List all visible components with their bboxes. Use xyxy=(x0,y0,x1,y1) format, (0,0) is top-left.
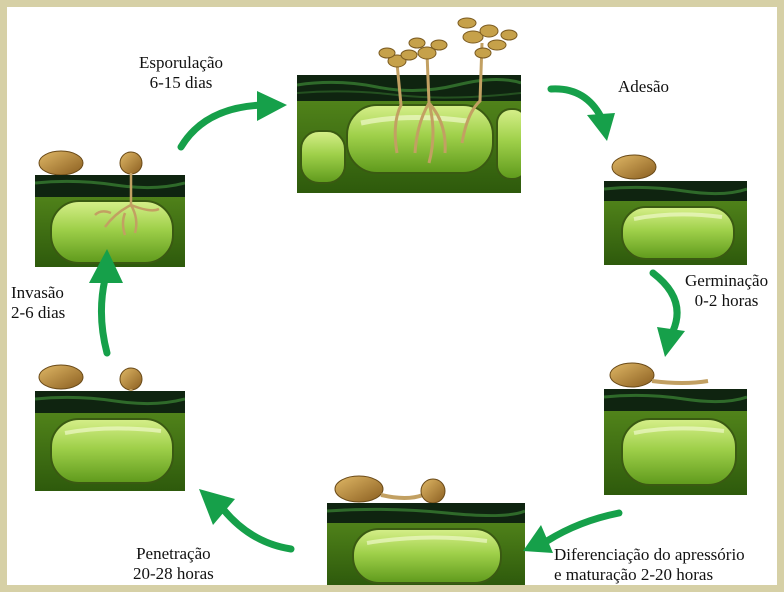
arrow-adhesion-to-germination xyxy=(635,269,691,359)
differentiation-tile xyxy=(327,467,525,585)
penetration-tile xyxy=(35,357,185,491)
stage-name: Penetração xyxy=(133,544,214,564)
stage-name: Invasão xyxy=(11,283,65,303)
germination-tile xyxy=(604,355,747,495)
label-penetration: Penetração 20-28 horas xyxy=(133,544,214,584)
arrow-sporulation-to-adhesion xyxy=(547,83,621,145)
arrow-penetration-to-invasion xyxy=(83,245,129,357)
adhesion-tile xyxy=(604,145,747,265)
stage-time: 0-2 horas xyxy=(685,291,768,311)
label-differentiation: Diferenciação do apressório e maturação … xyxy=(554,545,745,585)
arrow-invasion-to-sporulation xyxy=(175,89,291,151)
stage-time: 2-6 dias xyxy=(11,303,65,323)
stage-time: 6-15 dias xyxy=(139,73,223,93)
stage-time: e maturação 2-20 horas xyxy=(554,565,745,585)
label-adhesion: Adesão xyxy=(618,77,669,97)
sporulation-tile xyxy=(297,13,521,193)
stage-name: Diferenciação do apressório xyxy=(554,545,745,565)
diagram-frame: Esporulação 6-15 dias Adesão Germinação … xyxy=(7,7,777,585)
stage-name: Germinação xyxy=(685,271,768,291)
label-germination: Germinação 0-2 horas xyxy=(685,271,768,311)
label-sporulation: Esporulação 6-15 dias xyxy=(139,53,223,93)
label-invasion: Invasão 2-6 dias xyxy=(11,283,65,323)
stage-name: Esporulação xyxy=(139,53,223,73)
stage-name: Adesão xyxy=(618,77,669,97)
stage-time: 20-28 horas xyxy=(133,564,214,584)
